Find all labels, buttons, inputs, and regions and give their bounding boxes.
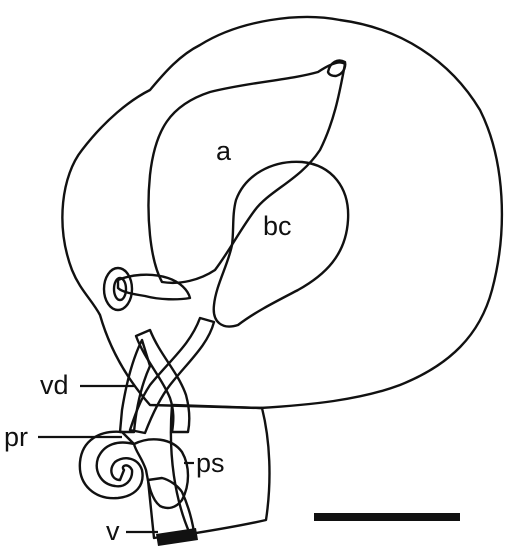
organ-a [149, 62, 346, 282]
label-bc: bc [263, 211, 292, 241]
label-v: v [106, 516, 120, 546]
label-a: a [216, 136, 232, 166]
terminal-duct-end [156, 528, 198, 546]
scale-bar [314, 513, 460, 521]
label-pr: pr [4, 422, 28, 452]
label-ps: ps [196, 448, 225, 478]
prostate-loop [80, 432, 143, 498]
label-vd: vd [40, 370, 69, 400]
duct-upper [118, 275, 190, 300]
